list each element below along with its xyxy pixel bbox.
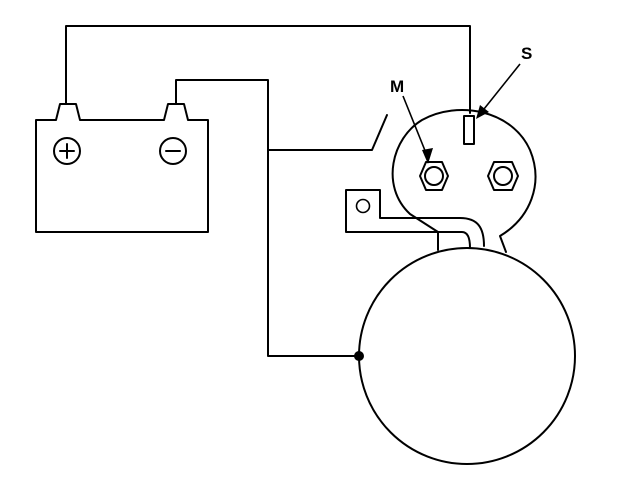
- label-s: S: [521, 44, 532, 63]
- plus-terminal-icon: [53, 137, 81, 165]
- s-terminal: [463, 115, 475, 145]
- m-terminal-nut-icon: [419, 161, 449, 191]
- b-terminal-nut-icon: [487, 161, 519, 191]
- m-leader-arrow: [402, 95, 433, 164]
- solenoid: [345, 109, 537, 253]
- motor-body: [358, 247, 576, 465]
- ground-connection-point: [354, 351, 364, 361]
- wire-negative-to-motor: [175, 79, 360, 357]
- mounting-bracket: [345, 189, 485, 249]
- s-leader-arrow: [476, 63, 521, 119]
- wire-positive-to-s-terminal: [65, 25, 471, 114]
- starter-motor: [354, 247, 576, 465]
- solenoid-body: [391, 109, 537, 253]
- battery-case: [35, 103, 209, 233]
- bracket-bolt-hole: [355, 198, 371, 214]
- label-m: M: [390, 77, 404, 96]
- battery: [35, 103, 209, 233]
- wire-branch-to-m-terminal: [267, 114, 388, 151]
- minus-terminal-icon: [159, 137, 187, 165]
